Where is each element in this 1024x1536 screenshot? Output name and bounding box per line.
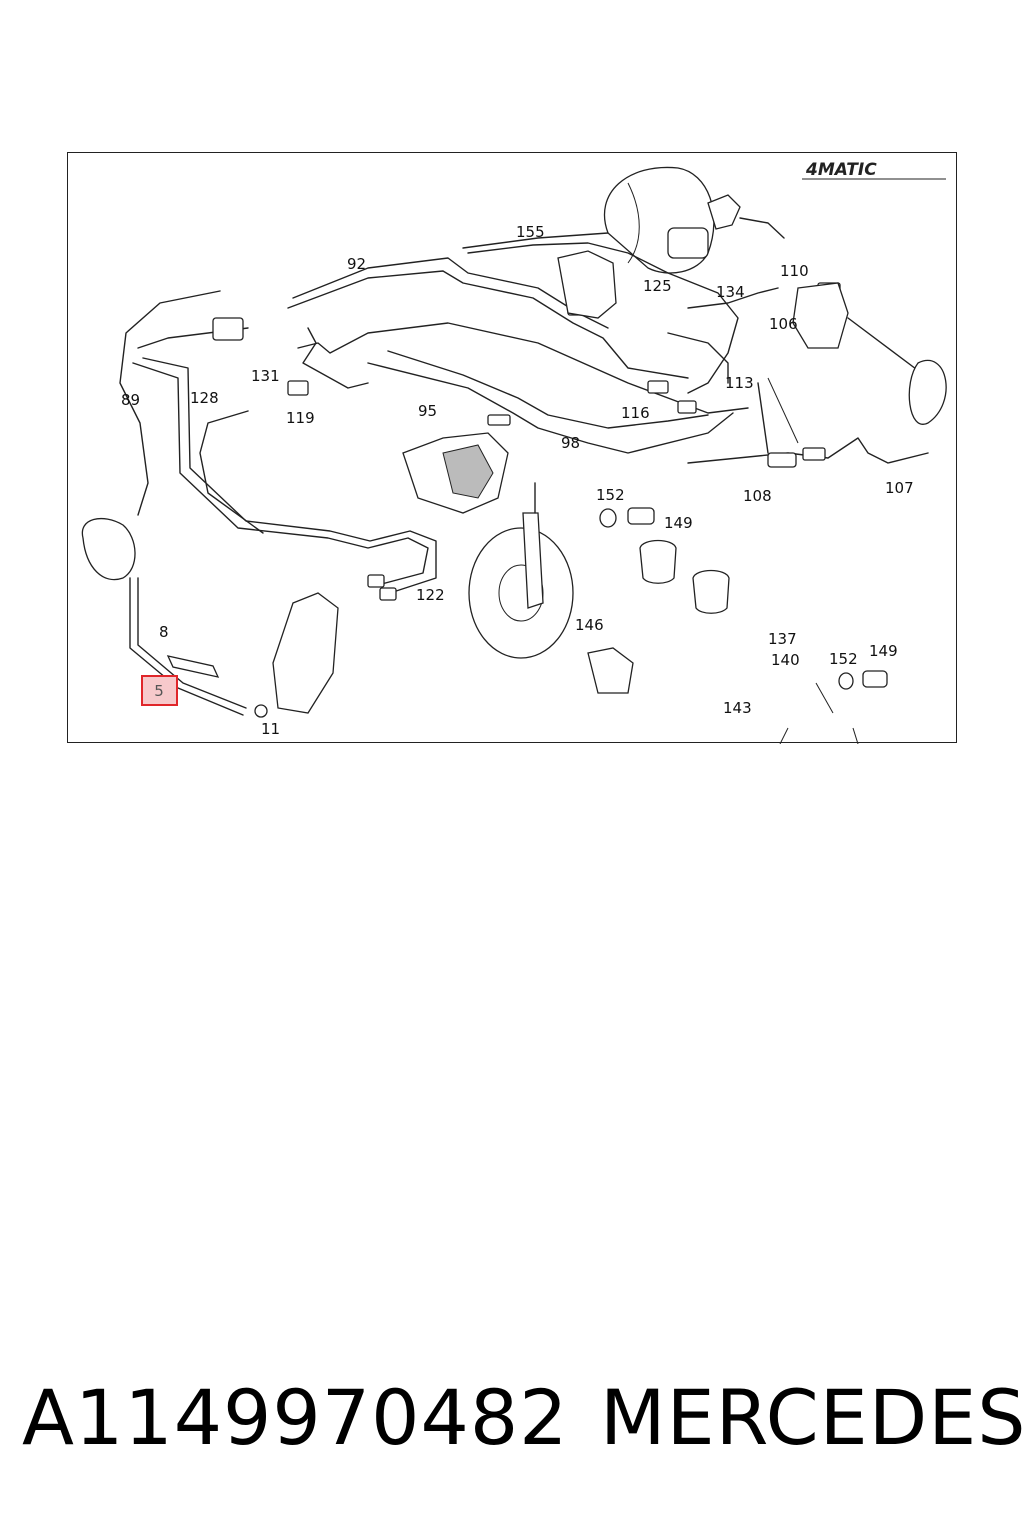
- banjo-bolts: [599, 507, 888, 690]
- callout-143: 143: [723, 699, 752, 717]
- callout-149-b: 149: [869, 642, 898, 660]
- callout-107: 107: [885, 479, 914, 497]
- callout-152-b: 152: [829, 650, 858, 668]
- svg-text:4MATIC: 4MATIC: [805, 160, 877, 180]
- callout-89: 89: [121, 391, 140, 409]
- callout-98: 98: [561, 434, 580, 452]
- callout-131: 131: [251, 367, 280, 385]
- callout-119: 119: [286, 409, 315, 427]
- brand-name: MERCEDES: [600, 1373, 1024, 1462]
- callout-134: 134: [716, 283, 745, 301]
- callout-106: 106: [769, 315, 798, 333]
- callout-146: 146: [575, 616, 604, 634]
- left-components: [81, 517, 339, 718]
- callout-95: 95: [418, 402, 437, 420]
- callout-113: 113: [725, 374, 754, 392]
- callout-152-a: 152: [596, 486, 625, 504]
- reservoirs: [587, 539, 730, 694]
- brake-line-schematic: 4MATIC: [81, 160, 947, 744]
- brake-disc: [468, 482, 574, 659]
- part-number: A1149970482: [22, 1373, 569, 1462]
- hydraulic-unit: [402, 250, 617, 514]
- leader-lines: [767, 377, 859, 744]
- callout-140: 140: [771, 651, 800, 669]
- caption: A1149970482 MERCEDES: [22, 1368, 1024, 1468]
- brake-lines: [119, 232, 929, 594]
- callout-labels: 155 92 125 110 134 106 113 131 128 119 8…: [121, 223, 914, 738]
- callout-122: 122: [416, 586, 445, 604]
- callout-149-a: 149: [664, 514, 693, 532]
- parts-diagram: 4MATIC: [67, 152, 957, 744]
- callout-108: 108: [743, 487, 772, 505]
- callout-8: 8: [159, 623, 169, 641]
- callout-11: 11: [261, 720, 280, 738]
- svg-text:5: 5: [154, 682, 164, 700]
- brake-booster: [603, 166, 785, 274]
- callout-92: 92: [347, 255, 366, 273]
- rear-differential: [792, 282, 947, 425]
- callout-116: 116: [621, 404, 650, 422]
- callout-137: 137: [768, 630, 797, 648]
- callout-125: 125: [643, 277, 672, 295]
- callout-128: 128: [190, 389, 219, 407]
- badge-4matic: 4MATIC: [802, 160, 946, 180]
- callout-110: 110: [780, 262, 809, 280]
- callout-155: 155: [516, 223, 545, 241]
- highlighted-callout-5[interactable]: 5: [141, 675, 178, 706]
